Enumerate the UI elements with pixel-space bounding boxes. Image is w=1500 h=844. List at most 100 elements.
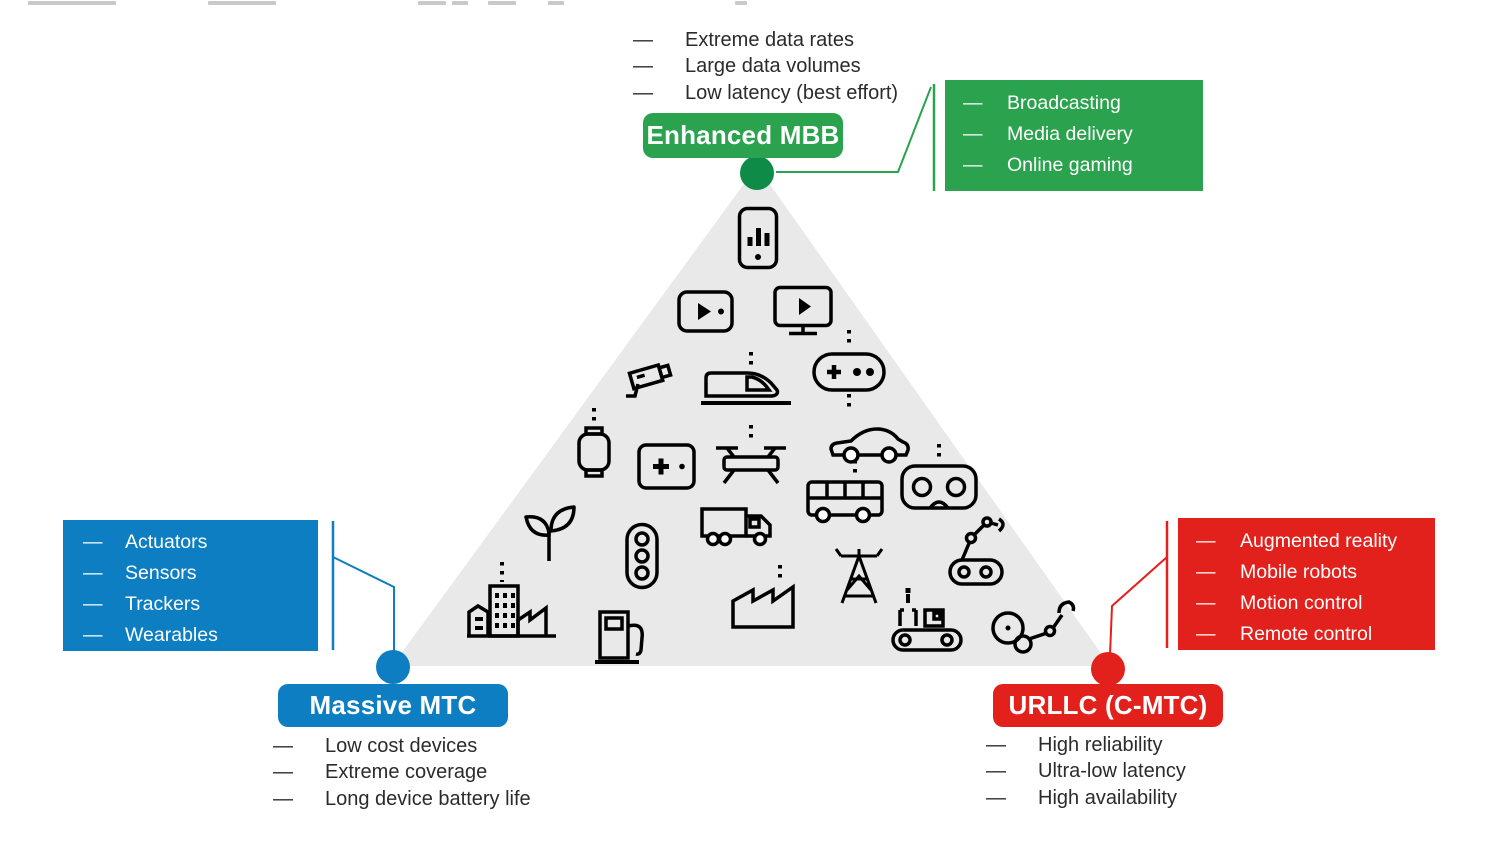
bullet-dash: — xyxy=(986,786,1006,809)
bullet-dash: — xyxy=(83,593,103,615)
robotic-arm-icon xyxy=(991,600,1076,654)
bullet-text: Actuators xyxy=(125,531,208,553)
urllc-usecase-box: — Augmented reality — Mobile robots — Motio… xyxy=(1178,518,1435,650)
mobile-robot-icon xyxy=(948,516,1005,586)
bullet-item: — Long device battery life xyxy=(273,786,531,813)
smartphone-media-icon xyxy=(737,206,779,270)
bullet-text: Large data volumes xyxy=(685,55,861,78)
bullet-dash: — xyxy=(633,55,653,78)
traffic-light-icon xyxy=(625,522,659,590)
urllc-connector-line xyxy=(1109,556,1168,656)
bullet-item: — High reliability xyxy=(986,732,1186,759)
bullet-dash: — xyxy=(633,28,653,51)
bullet-text: Mobile robots xyxy=(1240,561,1358,583)
urllc-characteristics-list: — High reliability — Ultra-low latency — Hi… xyxy=(986,732,1186,812)
bullet-text: Trackers xyxy=(125,593,201,615)
video-player-icon xyxy=(677,290,734,333)
bullet-text: Low latency (best effort) xyxy=(685,81,899,104)
bullet-dash: — xyxy=(83,531,103,553)
bullet-item: — Remote control xyxy=(1196,619,1435,650)
bullet-text: Remote control xyxy=(1240,623,1373,645)
bullet-text: Broadcasting xyxy=(1007,92,1121,114)
bullet-item: —Media delivery xyxy=(963,119,1203,150)
urllc-corner-dot xyxy=(1091,652,1125,686)
train-icon xyxy=(701,352,791,405)
bullet-text: Low cost devices xyxy=(325,734,478,757)
smart-tv-icon xyxy=(773,285,833,336)
bullet-item: —Wearables xyxy=(83,620,318,651)
plant-icon xyxy=(524,505,576,561)
bullet-dash: — xyxy=(963,123,983,145)
bullet-item: — Motion control xyxy=(1196,588,1435,619)
bullet-item: — High availability xyxy=(986,785,1186,812)
bullet-text: Motion control xyxy=(1240,592,1363,614)
bus-icon xyxy=(806,460,884,524)
bullet-dash: — xyxy=(273,787,293,810)
toolbar-item[interactable] xyxy=(28,1,116,5)
bullet-item: — Actuators xyxy=(83,527,318,558)
smartwatch-icon xyxy=(577,408,611,478)
toolbar-item[interactable] xyxy=(418,1,446,5)
bullet-text: Augmented reality xyxy=(1240,530,1398,552)
bullet-item: — Extreme data rates xyxy=(633,27,898,54)
embb-connector-line xyxy=(776,86,932,173)
bullet-dash: — xyxy=(273,761,293,784)
bullet-dash: — xyxy=(1196,530,1216,552)
toolbar-item[interactable] xyxy=(488,1,516,5)
mmtc-characteristics-list: —Low cost devices — Extreme coverage — Lon… xyxy=(273,733,531,813)
mmtc-corner-dot xyxy=(376,650,410,684)
bullet-text: Long device battery life xyxy=(325,787,531,810)
truck-icon xyxy=(700,507,772,547)
bullet-text: High availability xyxy=(1038,786,1177,809)
bullet-dash: — xyxy=(83,624,103,646)
toolbar-item[interactable] xyxy=(735,1,747,5)
bullet-text: Extreme coverage xyxy=(325,761,488,784)
embb-usecase-box: — Broadcasting —Media delivery — Online ga… xyxy=(945,80,1203,191)
bullet-item: — Augmented reality xyxy=(1196,526,1435,557)
bullet-item: — Mobile robots xyxy=(1196,557,1435,588)
radio-tower-icon xyxy=(834,548,884,604)
conveyor-belt-icon xyxy=(891,588,963,652)
bullet-dash: — xyxy=(986,733,1006,756)
bullet-text: Extreme data rates xyxy=(685,28,854,51)
toolbar-item[interactable] xyxy=(548,1,564,5)
bullet-item: —Low latency (best effort) xyxy=(633,80,898,107)
bullet-item: —Low cost devices xyxy=(273,733,531,760)
bullet-text: High reliability xyxy=(1038,733,1163,756)
mmtc-connector-line xyxy=(332,556,395,652)
game-controller-icon xyxy=(812,330,886,412)
embb-label: Enhanced MBB xyxy=(643,113,843,158)
surveillance-camera-icon xyxy=(626,362,673,398)
bullet-dash: — xyxy=(986,760,1006,783)
bullet-dash: — xyxy=(963,154,983,176)
bullet-dash: — xyxy=(1196,561,1216,583)
bullet-item: — Broadcasting xyxy=(963,88,1203,119)
drone-icon xyxy=(716,425,786,485)
bullet-item: — Ultra-low latency xyxy=(986,759,1186,786)
bullet-text: Online gaming xyxy=(1007,154,1133,176)
bullet-text: Ultra-low latency xyxy=(1038,760,1186,783)
health-tablet-icon xyxy=(637,443,696,490)
fuel-pump-icon xyxy=(595,610,644,664)
bullet-dash: — xyxy=(1196,592,1216,614)
mmtc-usecase-box: — Actuators — Sensors — Trackers —Wearables xyxy=(63,520,318,651)
triangle xyxy=(392,166,1110,666)
bullet-item: — Large data volumes xyxy=(633,54,898,81)
cropped-toolbar-strip[interactable] xyxy=(0,0,1500,7)
bullet-text: Sensors xyxy=(125,562,197,584)
bullet-dash: — xyxy=(963,92,983,114)
bullet-item: — Extreme coverage xyxy=(273,760,531,787)
embb-corner-dot xyxy=(740,156,774,190)
bullet-item: — Online gaming xyxy=(963,150,1203,181)
bullet-item: — Trackers xyxy=(83,589,318,620)
bullet-dash: — xyxy=(1196,623,1216,645)
city-buildings-icon xyxy=(467,562,556,638)
toolbar-item[interactable] xyxy=(208,1,276,5)
bullet-item: — Sensors xyxy=(83,558,318,589)
bullet-dash: — xyxy=(83,562,103,584)
factory-icon xyxy=(731,565,795,629)
toolbar-item[interactable] xyxy=(452,1,468,5)
urllc-label: URLLC (C-MTC) xyxy=(993,684,1223,727)
